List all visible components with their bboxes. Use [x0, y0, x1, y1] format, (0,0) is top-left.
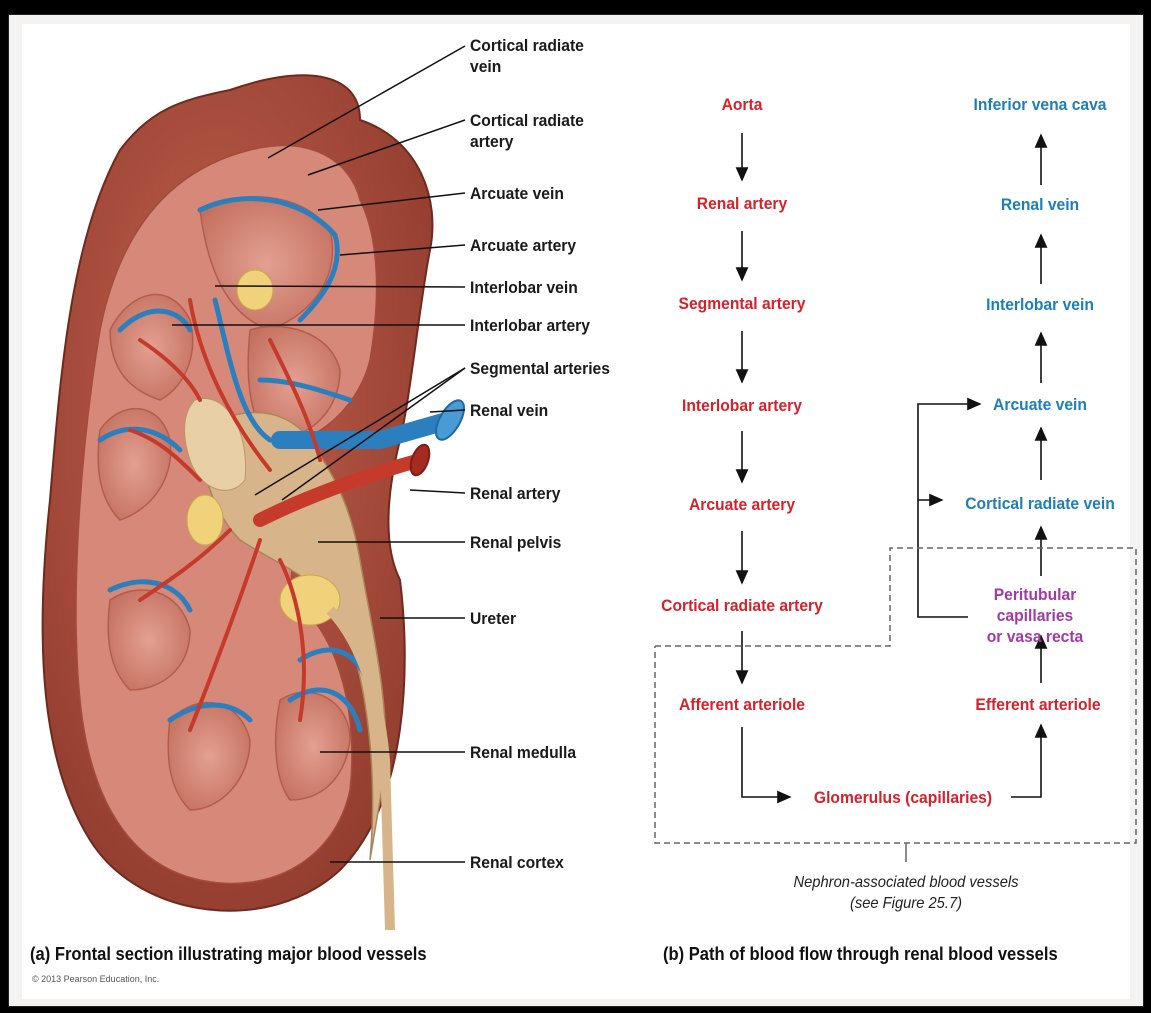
label-arcuate-vein: Arcuate vein: [470, 183, 564, 204]
flow-cortical-radiate-vein: Cortical radiate vein: [965, 493, 1115, 514]
label-interlobar-artery: Interlobar artery: [470, 315, 590, 336]
flow-cortical-radiate-artery: Cortical radiate artery: [661, 595, 823, 616]
copyright-notice: © 2013 Pearson Education, Inc.: [32, 974, 159, 984]
label-cortical-radiate-artery: Cortical radiate artery: [470, 110, 584, 152]
label-segmental-arteries: Segmental arteries: [470, 358, 610, 379]
flow-efferent-arteriole: Efferent arteriole: [975, 694, 1100, 715]
flow-arcuate-vein: Arcuate vein: [993, 394, 1087, 415]
flow-peritubular-capillaries: Peritubular capillaries or vasa recta: [982, 584, 1089, 647]
label-ureter: Ureter: [470, 608, 516, 629]
label-renal-cortex: Renal cortex: [470, 852, 564, 873]
flow-glomerulus: Glomerulus (capillaries): [814, 787, 992, 808]
label-renal-vein: Renal vein: [470, 400, 548, 421]
flow-arcuate-artery: Arcuate artery: [689, 494, 795, 515]
caption-a: (a) Frontal section illustrating major b…: [30, 944, 427, 965]
flow-inferior-vena-cava: Inferior vena cava: [973, 94, 1106, 115]
flow-renal-artery: Renal artery: [697, 193, 787, 214]
flow-interlobar-artery: Interlobar artery: [682, 395, 802, 416]
label-cortical-radiate-vein: Cortical radiate vein: [470, 35, 584, 77]
flow-segmental-artery: Segmental artery: [679, 293, 806, 314]
label-renal-artery: Renal artery: [470, 483, 560, 504]
nephron-note: Nephron-associated blood vessels (see Fi…: [793, 872, 1018, 914]
label-interlobar-vein: Interlobar vein: [470, 277, 578, 298]
flow-renal-vein: Renal vein: [1001, 194, 1079, 215]
flow-interlobar-vein: Interlobar vein: [986, 294, 1094, 315]
flow-afferent-arteriole: Afferent arteriole: [679, 694, 805, 715]
label-renal-medulla: Renal medulla: [470, 742, 576, 763]
caption-b: (b) Path of blood flow through renal blo…: [663, 944, 1058, 965]
label-arcuate-artery: Arcuate artery: [470, 235, 576, 256]
flow-aorta: Aorta: [722, 94, 763, 115]
label-renal-pelvis: Renal pelvis: [470, 532, 561, 553]
